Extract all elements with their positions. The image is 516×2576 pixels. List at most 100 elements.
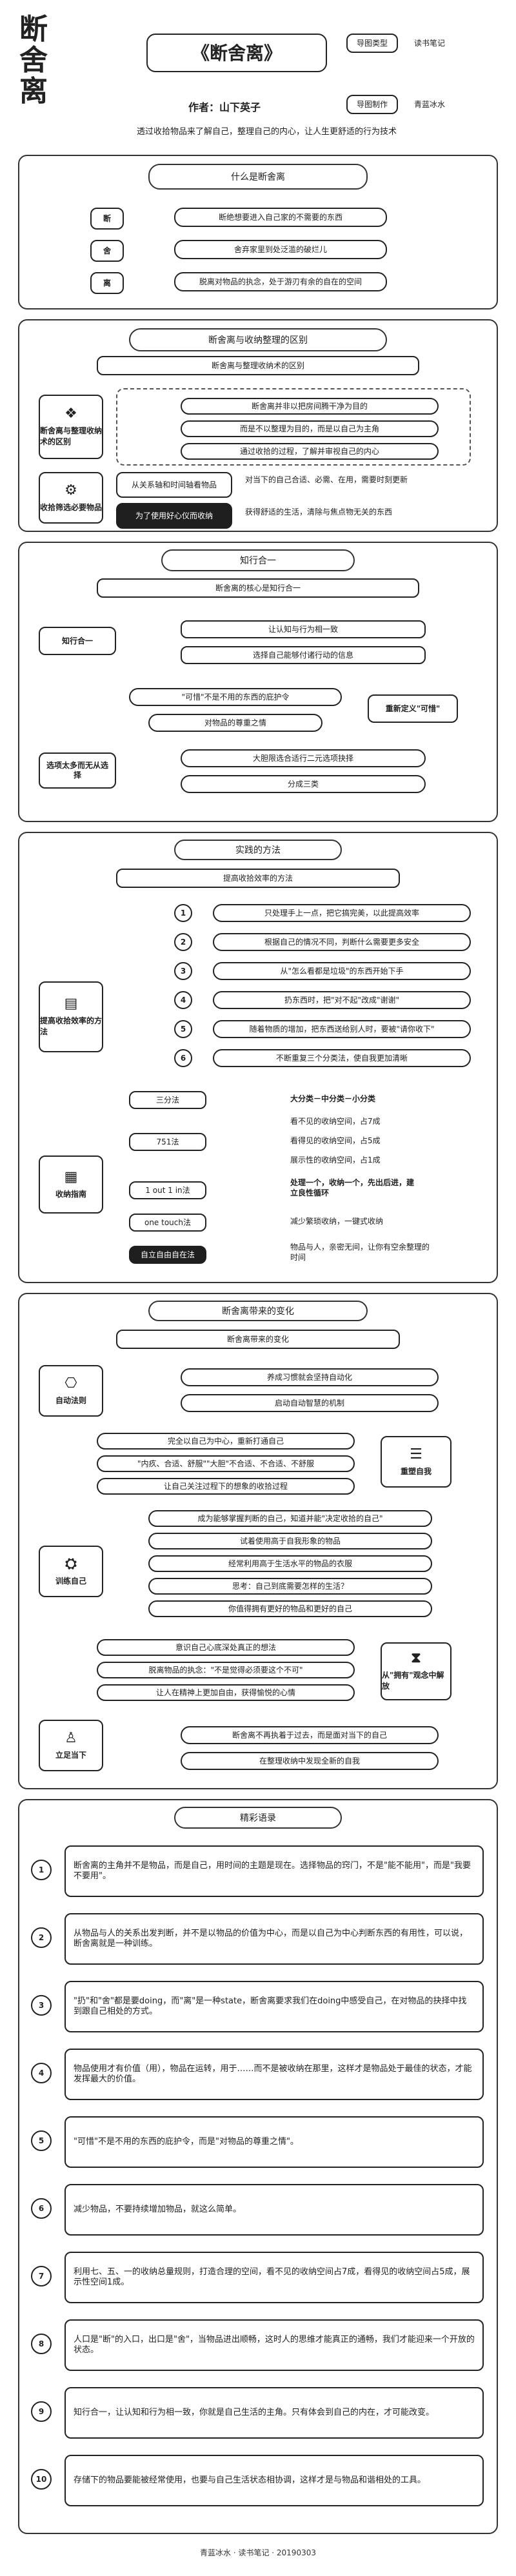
- s5-left-2-label: 训练自己: [55, 1576, 86, 1586]
- quote-text: 减少物品，不要持续增加物品，就这么简单。: [64, 2184, 484, 2236]
- logo-char-3: 离: [19, 75, 48, 108]
- s4-left-2: ▦ 收纳指南: [39, 1155, 103, 1214]
- s5-r2e: 你值得拥有更好的物品和更好的自己: [148, 1600, 432, 1617]
- section-what: 什么是断舍离 断 断绝想要进入自己家的不需要的东西 舍 舍弃家里到处泛滥的破烂儿…: [18, 155, 498, 310]
- s4-step-6-text: 不断重复三个分类法，使自我更加清晰: [213, 1049, 471, 1067]
- s4-step-2-num: 2: [174, 933, 192, 951]
- s5-r1a: 养成习惯就会坚持自动化: [181, 1368, 439, 1386]
- s5-left-1: ⎔ 自动法则: [39, 1365, 103, 1417]
- quote-number: 3: [31, 1995, 52, 2016]
- s5-left-1-label: 自动法则: [55, 1395, 86, 1405]
- s4-left-1-label: 提高收拾效率的方法: [40, 1016, 103, 1036]
- s4-step-4-text: 扔东西时，把"对不起"改成"谢谢": [213, 991, 471, 1009]
- section-changes: 断舍离带来的变化 断舍离带来的变化 ⎔ 自动法则 养成习惯就会坚持自动化 启动自…: [18, 1293, 498, 1789]
- quote-text: 利用七、五、一的收纳总量规则，打造合理的空间，看不见的收纳空间占7成，看得见的收…: [64, 2252, 484, 2303]
- s4-m7-k: 自立自由自在法: [129, 1246, 206, 1264]
- header: 断 舍 离 《断舍离》 作者：山下英子 透过收拾物品来了解自己，整理自己的内心，…: [8, 8, 508, 153]
- s4-m1-k: 三分法: [129, 1091, 206, 1109]
- s1-key-she: 舍: [90, 240, 124, 262]
- s2-top-pill: 断舍离与整理收纳术的区别: [97, 356, 419, 375]
- s3-right-1a: 让认知与行为相一致: [181, 620, 426, 638]
- quote-number: 5: [31, 2130, 52, 2151]
- s1-val-duan: 断绝想要进入自己家的不需要的东西: [174, 208, 387, 227]
- meta-type-value: 读书笔记: [414, 39, 446, 48]
- quote-text: 物品使用才有价值（用），物品在运转，用于……而不是被收纳在那里，这样才是物品处于…: [64, 2049, 484, 2100]
- footer: 青蓝冰水 · 读书笔记 · 20190303: [200, 2548, 316, 2557]
- s5-pm1: 完全以自己为中心，重新打通自己: [97, 1433, 355, 1450]
- quote-text: 存储下的物品要能被经常使用，也要与自己生活状态相协调，这样才是与物品和谐相处的工…: [64, 2455, 484, 2506]
- s4-step-5-text: 随着物质的增加，把东西送给别人时，要被"请你收下": [213, 1020, 471, 1038]
- quote-text: "可惜"不是不用的东西的庇护令，而是"对物品的尊重之情"。: [64, 2116, 484, 2168]
- s4-m7-v: 物品与人，亲密无间，让你有空余整理的时间: [290, 1243, 430, 1262]
- s5-top-pill: 断舍离带来的变化: [116, 1330, 400, 1349]
- author: 作者：山下英子: [188, 101, 261, 113]
- s1-key-li: 离: [90, 272, 124, 294]
- quote-number: 4: [31, 2063, 52, 2083]
- s5-r2c: 经常利用高于生活水平的物品的衣服: [148, 1555, 432, 1572]
- section-diff-title: 断舍离与收纳整理的区别: [129, 328, 387, 351]
- quote-number: 10: [31, 2469, 52, 2490]
- s5-right-mid: ☰ 重塑自我: [381, 1436, 452, 1488]
- s2-left-box-2: ⚙ 收拾筛选必要物品: [39, 472, 103, 524]
- s5-pm2-2: 脱离物品的执念："不是觉得必须要这个不可": [97, 1662, 355, 1678]
- s2-sub-v1: 对当下的自己合适、必需、在用，需要时刻更新: [245, 475, 408, 484]
- quote-number: 9: [31, 2401, 52, 2422]
- section-methods-title: 实践的方法: [174, 840, 342, 860]
- s4-m6-k: one touch法: [129, 1214, 206, 1232]
- s4-m2-v: 看不见的收纳空间，占7成: [290, 1117, 381, 1126]
- section-methods: 实践的方法 提高收拾效率的方法 ▤ 提高收拾效率的方法 1 只处理手上一点，把它…: [18, 832, 498, 1283]
- train-icon: ⛭: [65, 1555, 77, 1572]
- s5-left-3-label: 立足当下: [55, 1750, 86, 1760]
- section-quotes-title: 精彩语录: [174, 1807, 342, 1829]
- s4-m2-k: 751法: [129, 1133, 206, 1151]
- logo-char-1: 断: [19, 13, 48, 46]
- s4-left-1: ▤ 提高收拾效率的方法: [39, 981, 103, 1052]
- handshake-icon: ❖: [64, 406, 77, 422]
- s4-m1-v: 大分类－中分类－小分类: [290, 1094, 376, 1103]
- auto-icon: ⎔: [64, 1375, 77, 1391]
- s5-pm2-3: 让人在精神上更加自由，获得愉悦的心情: [97, 1684, 355, 1701]
- quote-text: 断舍离的主角并不是物品，而是自己，用时间的主题是现在。选择物品的窍门，不是"能不…: [64, 1845, 484, 1897]
- quote-number: 6: [31, 2198, 52, 2219]
- meta-maker-key: 导图制作: [346, 95, 398, 114]
- s5-r3a: 断舍离不再执着于过去，而是面对当下的自己: [181, 1726, 439, 1744]
- s5-r3b: 在整理收纳中发现全新的自我: [181, 1752, 439, 1770]
- s1-val-li: 脱离对物品的执念，处于游刃有余的自在的空间: [174, 272, 387, 291]
- s5-pm2: "内疚、合适、舒服""大胆"不合适、不合适、不舒服: [97, 1455, 355, 1472]
- s1-val-she: 舍弃家里到处泛滥的破烂儿: [174, 240, 387, 259]
- s3-top-pill: 断舍离的核心是知行合一: [97, 578, 419, 598]
- s2-item-1: 断舍离并非以把房间腾干净为目的: [181, 398, 439, 415]
- filter-icon: ⚙: [64, 482, 77, 498]
- section-diff: 断舍离与收纳整理的区别 断舍离与整理收纳术的区别 ❖ 断舍离与整理收纳术的区别 …: [18, 319, 498, 532]
- section-unity-title: 知行合一: [161, 549, 355, 571]
- subtitle: 透过收拾物品来了解自己，整理自己的内心，让人生更舒适的行为技术: [137, 127, 397, 137]
- s2-sub-k2: 为了使用好心仪而收纳: [116, 503, 232, 529]
- s4-m6-v: 减少繁琐收纳，一键式收纳: [290, 1217, 384, 1226]
- s4-step-1-text: 只处理手上一点，把它搞完美，以此提高效率: [213, 904, 471, 922]
- s3-right-1b: 选择自己能够付诸行动的信息: [181, 646, 426, 664]
- quote-number: 7: [31, 2266, 52, 2286]
- s4-m3-v: 看得见的收纳空间，占5成: [290, 1136, 381, 1145]
- s3-mid-pill: "可惜"不是不用的东西的庇护令: [129, 688, 342, 706]
- meta-maker-value: 青蓝冰水: [414, 100, 446, 109]
- s5-pm3: 让自己关注过程下的想象的收拾过程: [97, 1478, 355, 1495]
- s2-item-2: 而是不以整理为目的，而是以自己为主角: [181, 420, 439, 437]
- s4-step-1-num: 1: [174, 904, 192, 922]
- quote-text: 从物品与人的关系出发判断，并不是以物品的价值为中心，而是以自己为中心判断东西的有…: [64, 1913, 484, 1965]
- s3-left-1: 知行合一: [39, 627, 116, 655]
- section-unity: 知行合一 断舍离的核心是知行合一 知行合一 让认知与行为相一致 选择自己能够付诸…: [18, 542, 498, 822]
- s2-left-box-label: 断舍离与整理收纳术的区别: [40, 426, 103, 446]
- meta-type-key: 导图类型: [346, 34, 398, 53]
- s2-sub-v2: 获得舒适的生活，清除与焦点物无关的东西: [245, 507, 393, 516]
- book-title: 《断舍离》: [146, 34, 327, 72]
- quote-number: 8: [31, 2334, 52, 2354]
- s2-item-3: 通过收拾的过程，了解并审视自己的内心: [181, 443, 439, 460]
- s5-r2a: 成为能够掌握判断的自己，知道并能"决定收拾的自己": [148, 1510, 432, 1527]
- person-icon: ♙: [64, 1729, 77, 1746]
- quote-number: 1: [31, 1860, 52, 1880]
- s5-left-3: ♙ 立足当下: [39, 1720, 103, 1771]
- s2-sub-k1: 从关系轴和时间轴看物品: [116, 472, 232, 498]
- box-icon: ▦: [64, 1168, 78, 1185]
- s4-left-2-label: 收纳指南: [55, 1189, 86, 1199]
